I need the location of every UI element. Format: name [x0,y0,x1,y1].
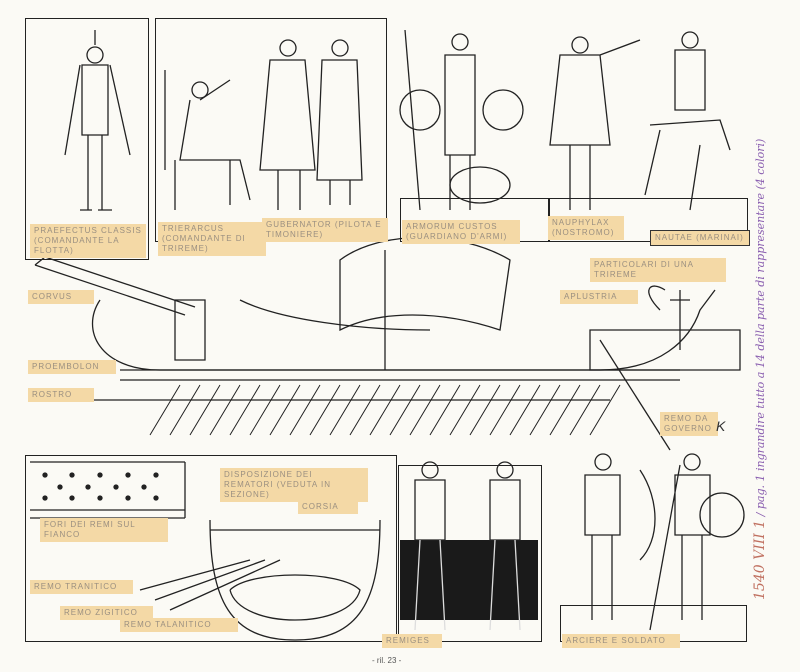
label-nauphylax: NAUPHYLAX (NOSTROMO) [548,216,624,240]
artist-signature: K [716,418,726,434]
label-corvus: CORVUS [28,290,94,304]
margin-note-text: / pag. 1 ingrandire tutto a 14 della par… [754,193,767,517]
figure-arcieri [584,453,745,631]
figure-armorum [399,29,524,211]
label-arcieri: ARCIERE E SOLDATO [562,634,680,648]
figure-remiges [414,461,521,631]
label-aplustria: APLUSTRIA [560,290,638,304]
figure-praefectus [64,30,131,211]
label-remo-tranitico: REMO TRANITICO [30,580,133,594]
panel-trierarcus [155,18,387,242]
label-disposizione: DISPOSIZIONE DEI REMATORI (VEDUTA IN SEZ… [220,468,368,502]
panel-praefectus [25,18,149,260]
margin-note-code: 1540 VIII 1 [752,519,768,600]
label-nautae: NAUTAE (MARINAI) [650,230,750,246]
label-praefectus: PRAEFECTUS CLASSIS (COMANDANTE LA FLOTTA… [30,224,146,258]
panel-remiges [398,465,542,642]
margin-note: 1540 VIII 1 / pag. 1 ingrandire tutto a … [752,139,768,600]
page-footer: - ril. 23 - [372,656,402,665]
label-corsia: CORSIA [298,500,358,514]
label-remo-zigitico: REMO ZIGITICO [60,606,153,620]
margin-note-sub: (4 colori) [754,138,767,190]
hull-side-with-oar-holes [30,461,186,519]
label-remo-governo: REMO DA GOVERNO [660,412,718,436]
label-armorum: ARMORUM CUSTOS (GUARDIANO D'ARMI) [402,220,520,244]
label-gubernator: GUBERNATOR (PILOTA E TIMONIERE) [262,218,388,242]
figure-nautae [644,31,731,211]
label-remo-talanitico: REMO TALANITICO [120,618,238,632]
dark-background [400,540,538,620]
figure-nauphylax [549,36,641,210]
label-rostro: ROSTRO [28,388,94,402]
label-trierarcus: TRIERARCUS (COMANDANTE DI TRIREME) [158,222,266,256]
label-ship-title: PARTICOLARI DI UNA TRIREME [590,258,726,282]
panel-rowers-section [25,455,397,642]
label-fori: FORI DEI REMI SUL FIANCO [40,518,168,542]
label-remiges: REMIGES [382,634,442,648]
label-proembolon: PROEMBOLON [28,360,116,374]
hull-section [139,519,381,641]
oars [149,384,621,436]
figure-trierarcus [164,70,251,210]
figure-gubernator [259,39,363,210]
trireme-drawing [34,236,741,451]
